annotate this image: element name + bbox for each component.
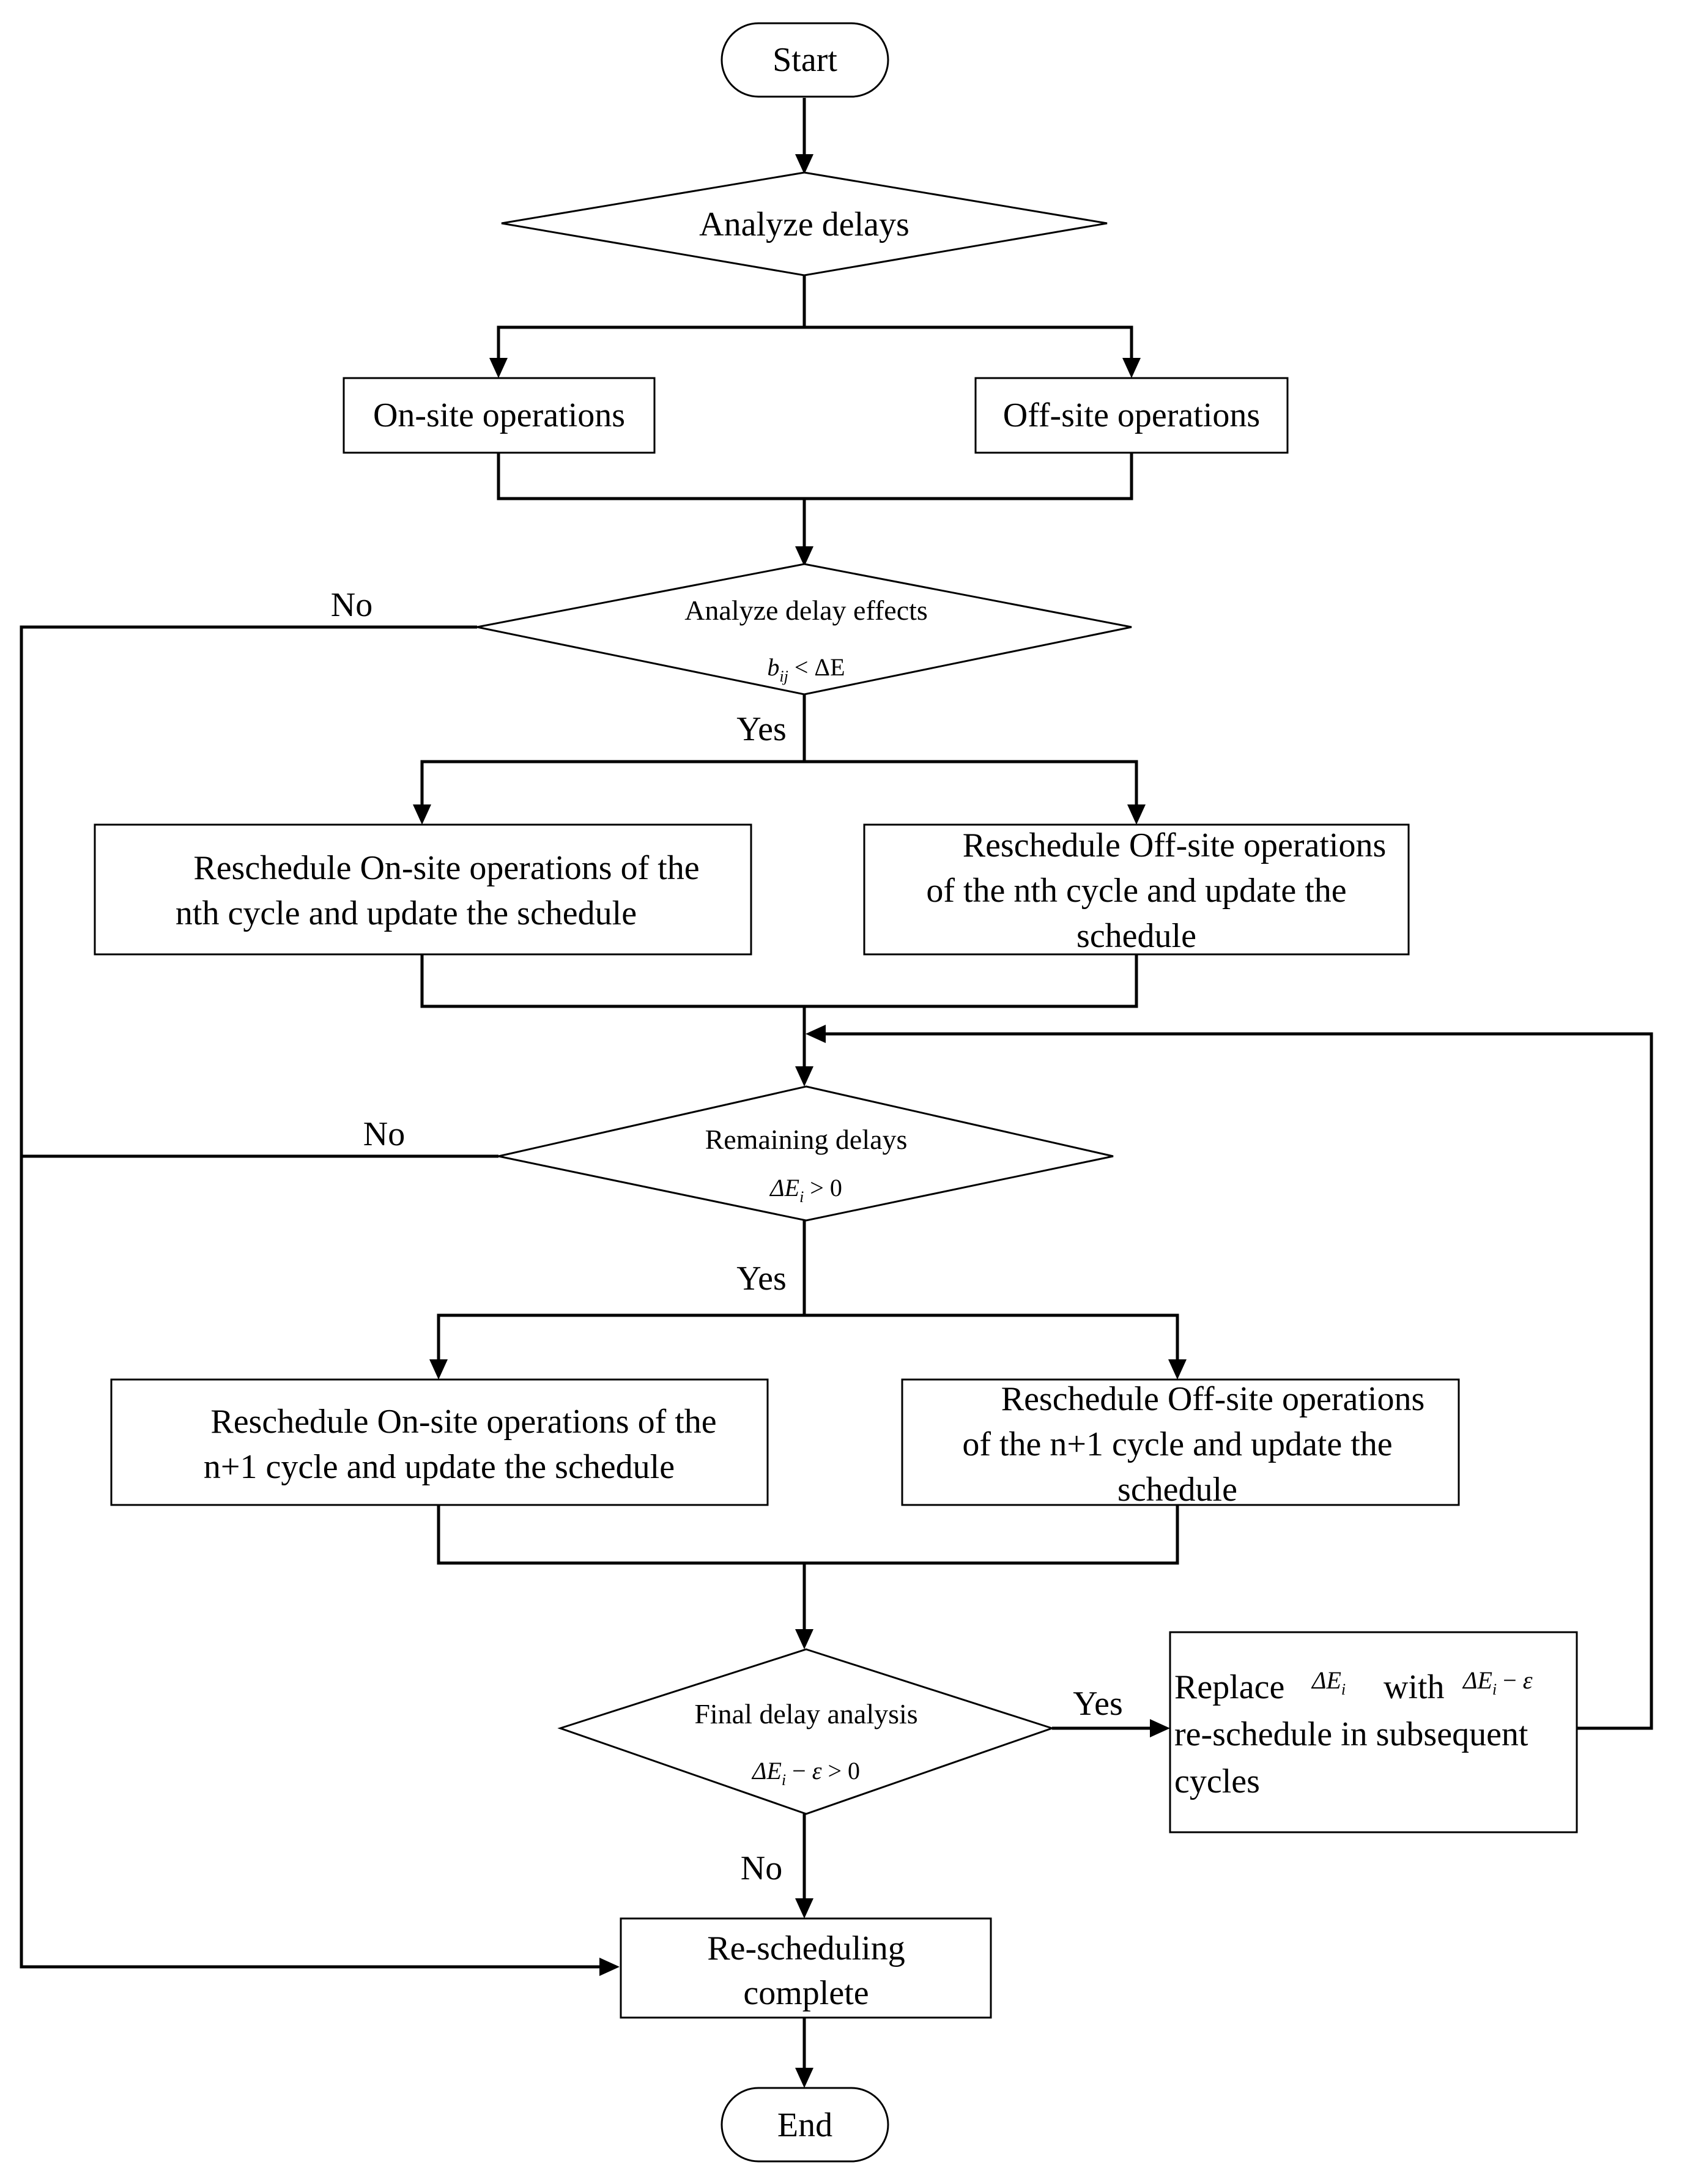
resched-onsite-n1-line2: n+1 cycle and update the schedule [204,1448,675,1486]
final-delay-decision: Final delay analysis ΔEi − ε > 0 [557,1648,1055,1815]
resched-offsite-n1-line1: Reschedule Off-site operations [1001,1380,1425,1418]
resched-offsite-n1-line2: of the n+1 cycle and update the [962,1425,1392,1463]
resched-offsite-n-line3: schedule [1076,917,1196,955]
onsite-operations-box: On-site operations [343,377,656,454]
start-terminal: Start [721,22,889,98]
connector-loop-back [813,1032,1653,1730]
branch-label-no-effects: No [331,586,372,624]
connectors [20,98,1653,2088]
replace-box: Replace ΔEi with ΔEi − ε re-schedule in … [1169,1631,1578,1833]
branch-label-yes-final: Yes [1073,1685,1122,1723]
connector-merge-3 [437,1505,1179,1565]
branch-label-yes-remaining: Yes [736,1260,786,1298]
onsite-label: On-site operations [373,396,625,434]
branch-label-no-final: No [741,1849,782,1887]
arrowhead [413,804,431,825]
arrowhead [489,358,508,378]
remaining-condition: ΔEi > 0 [769,1174,842,1206]
arrowhead [795,1066,813,1086]
end-terminal: End [721,2087,889,2163]
analyze-delays-label: Analyze delays [699,206,910,243]
delay-effects-decision: Analyze delay effects bij < ΔE [476,563,1132,696]
analyze-delays-decision: Analyze delays [501,171,1108,277]
replace-symbol-1: ΔEi [1311,1666,1346,1698]
arrowhead [1150,1719,1170,1737]
connector-yes-off-n [804,760,1138,819]
start-label: Start [772,41,837,79]
arrowhead [1122,358,1141,378]
replace-line3: cycles [1174,1762,1260,1800]
offsite-label: Off-site operations [1003,396,1260,434]
connector-split-offsite [804,325,1133,373]
resched-offsite-n1-line3: schedule [1117,1471,1237,1509]
connector-yes-off-n1 [804,1313,1179,1373]
replace-symbol-2: ΔEi − ε [1462,1666,1533,1698]
resched-onsite-n1-line1: Reschedule On-site operations of the [210,1403,716,1441]
arrowhead [795,546,813,566]
connector-yes-on-n1 [437,1220,806,1373]
replace-word: Replace [1174,1668,1284,1706]
resched-onsite-n-box: Reschedule On-site operations of the nth… [94,823,752,956]
connector-split-onsite [497,275,806,373]
arrowhead [795,1629,813,1649]
arrowhead [795,2068,813,2088]
final-title: Final delay analysis [694,1698,917,1729]
complete-box: Re-scheduling complete [620,1917,992,2019]
arrowhead [599,1958,620,1976]
connector-merge-1 [497,453,1133,500]
offsite-operations-box: Off-site operations [974,377,1289,454]
resched-offsite-n1-box: Reschedule Off-site operations of the n+… [901,1378,1460,1509]
arrowhead [429,1359,448,1380]
resched-onsite-n-line1: Reschedule On-site operations of the [193,849,699,887]
arrowhead [1127,804,1146,825]
arrowhead [1168,1359,1187,1380]
connector-no-effects [20,625,612,1969]
delay-effects-title: Analyze delay effects [684,595,928,626]
resched-offsite-n-line1: Reschedule Off-site operations [963,826,1387,864]
arrowhead [806,1025,826,1043]
final-condition: ΔEi − ε > 0 [751,1757,860,1789]
connector-merge-2 [420,954,1138,1008]
connector-yes-on-n [420,694,806,819]
arrowhead [795,1898,813,1918]
complete-line1: Re-scheduling [707,1930,905,1967]
branch-label-no-remaining: No [363,1115,405,1153]
branch-label-yes-effects: Yes [736,710,786,748]
replace-line2: re-schedule in subsequent [1174,1715,1528,1753]
resched-onsite-n-line2: nth cycle and update the schedule [176,894,637,932]
end-label: End [777,2106,832,2144]
arrowhead [795,154,813,174]
resched-onsite-n1-box: Reschedule On-site operations of the n+1… [110,1378,769,1506]
remaining-delays-decision: Remaining delays ΔEi > 0 [498,1085,1114,1222]
resched-offsite-n-box: Reschedule Off-site operations of the nt… [863,823,1410,956]
remaining-title: Remaining delays [705,1124,908,1155]
complete-line2: complete [743,1974,869,2012]
replace-with-word: with [1384,1668,1445,1706]
delay-effects-condition: bij < ΔE [767,653,845,685]
resched-offsite-n-line2: of the nth cycle and update the [926,872,1346,910]
